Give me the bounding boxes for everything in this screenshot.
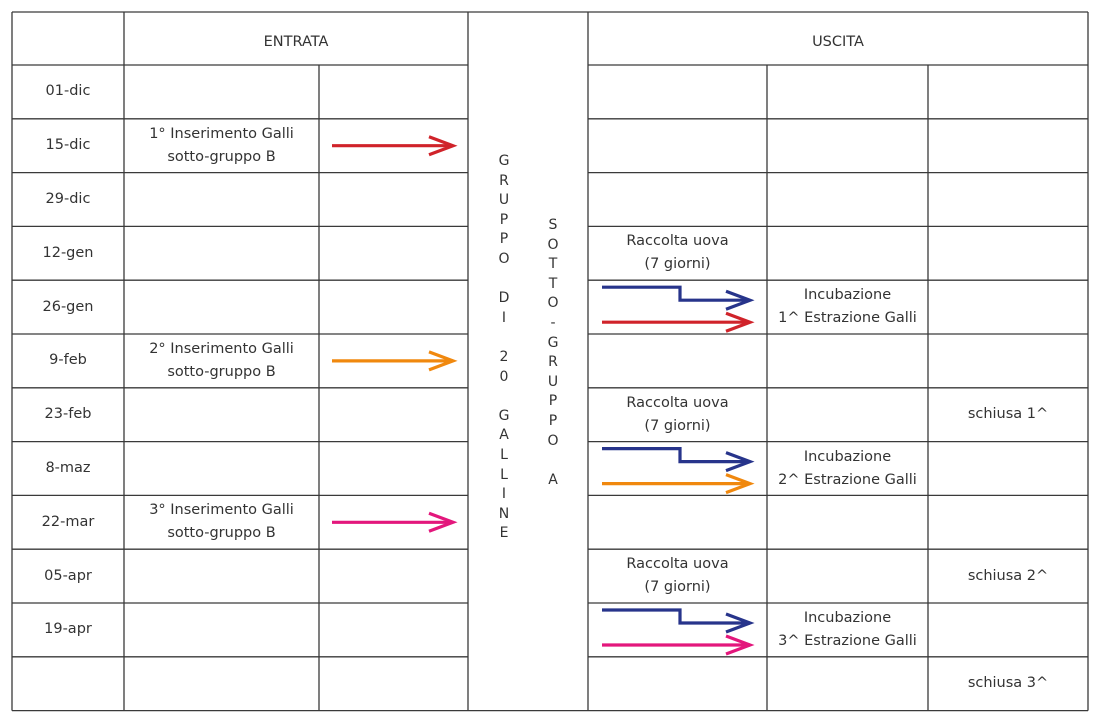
estrazione-arrow <box>602 634 755 656</box>
raccolta-note-line2: (7 giorni) <box>644 417 711 434</box>
subgroup-vertical-label: S O T T O - G R U P P O A <box>547 217 559 488</box>
incubazione-note-line2: 1^ Estrazione Galli <box>778 310 917 327</box>
raccolta-note: Raccolta uova (7 giorni) <box>588 392 767 438</box>
incubazione-note: Incubazione 2^ Estrazione Galli <box>767 446 928 492</box>
inserimento-note-line1: 2° Inserimento Galli <box>149 340 294 357</box>
date-cell: 05-apr <box>44 567 92 584</box>
incubazione-arrow-blue <box>602 447 755 473</box>
inserimento-arrow <box>332 350 458 372</box>
schiusa-note: schiusa 2^ <box>967 567 1049 584</box>
incubazione-note-line1: Incubazione <box>803 609 892 626</box>
inserimento-arrow <box>332 511 458 533</box>
date-cell: 23-feb <box>44 406 92 423</box>
uscita-header: USCITA <box>812 34 864 50</box>
estrazione-arrow <box>602 311 755 333</box>
incubazione-arrow-blue <box>602 608 755 634</box>
incubazione-note-line2: 3^ Estrazione Galli <box>778 632 917 649</box>
group-vertical-label: G R U P P O D I 2 0 G A L L I N E <box>498 153 510 542</box>
date-cell: 9-feb <box>49 352 87 369</box>
incubazione-note-line2: 2^ Estrazione Galli <box>778 471 917 488</box>
raccolta-note-line1: Raccolta uova <box>626 233 729 250</box>
date-cell: 01-dic <box>45 83 91 100</box>
schiusa-note: schiusa 1^ <box>967 406 1049 423</box>
raccolta-note-line2: (7 giorni) <box>644 579 711 596</box>
inserimento-note-line2: sotto-gruppo B <box>167 363 276 380</box>
incubazione-note: Incubazione 1^ Estrazione Galli <box>767 284 928 330</box>
inserimento-note: 2° Inserimento Galli sotto-gruppo B <box>124 338 319 384</box>
entrata-header: ENTRATA <box>263 34 329 50</box>
raccolta-note-line1: Raccolta uova <box>626 394 729 411</box>
date-cell: 8-maz <box>45 460 91 476</box>
inserimento-note-line2: sotto-gruppo B <box>167 148 276 165</box>
date-cell: 19-apr <box>44 621 92 638</box>
inserimento-note: 1° Inserimento Galli sotto-gruppo B <box>124 123 319 169</box>
raccolta-note-line1: Raccolta uova <box>626 556 729 573</box>
inserimento-arrow <box>332 135 458 157</box>
date-cell: 26-gen <box>42 298 94 315</box>
date-cell: 22-mar <box>41 513 95 530</box>
incubazione-arrow-blue <box>602 285 755 311</box>
inserimento-note-line1: 3° Inserimento Galli <box>149 502 294 519</box>
raccolta-note: Raccolta uova (7 giorni) <box>588 230 767 276</box>
date-cell: 15-dic <box>45 137 91 154</box>
inserimento-note: 3° Inserimento Galli sotto-gruppo B <box>124 499 319 545</box>
schiusa-note: schiusa 3^ <box>967 675 1049 692</box>
inserimento-note-line2: sotto-gruppo B <box>167 525 276 542</box>
inserimento-note-line1: 1° Inserimento Galli <box>149 125 294 142</box>
date-cell: 29-dic <box>45 191 91 207</box>
incubazione-note: Incubazione 3^ Estrazione Galli <box>767 607 928 653</box>
raccolta-note-line2: (7 giorni) <box>644 256 711 273</box>
raccolta-note: Raccolta uova (7 giorni) <box>588 553 767 599</box>
date-cell: 12-gen <box>42 244 94 261</box>
estrazione-arrow <box>602 473 755 495</box>
incubazione-note-line1: Incubazione <box>803 287 892 304</box>
incubazione-note-line1: Incubazione <box>803 448 892 465</box>
